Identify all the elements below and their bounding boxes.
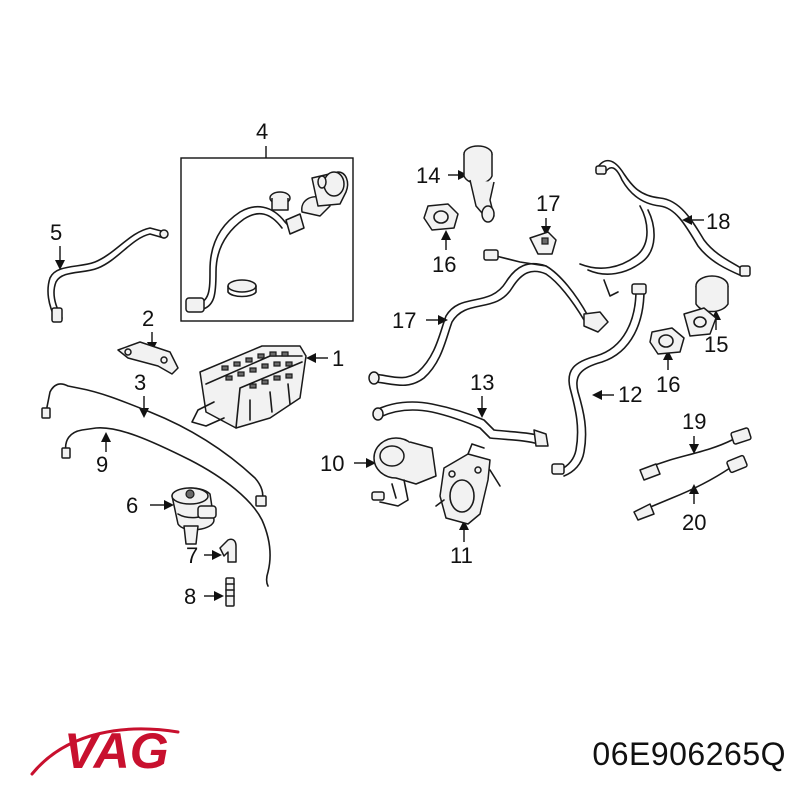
logo-text: VAG [64,723,169,779]
part-8-stud [225,577,235,607]
callout-21: 20 [682,510,706,535]
callout-14: 14 [416,163,440,188]
callout-9: 9 [96,452,108,477]
callout-10: 10 [320,451,344,476]
logo-swoosh [30,727,180,776]
part-16-gasket-upper [423,203,459,231]
part-4-frame [180,157,354,322]
part-5-hose [47,227,169,323]
part-6-valve [171,487,217,545]
part-11-bracket [435,443,501,525]
part-10-air-pump [371,437,437,507]
part-2-bracket [117,341,179,375]
callout-12: 12 [618,382,642,407]
callout-20: 19 [682,409,706,434]
part-17-vacuum-hose [368,249,609,387]
callout-18: 17 [536,191,560,216]
callout-16-lower: 16 [656,372,680,397]
callout-2: 2 [142,306,154,331]
part-12-hose [551,283,647,477]
part-16-gasket-lower [649,327,685,355]
callout-5: 5 [50,220,62,245]
callout-4: 4 [256,119,268,144]
part-1-carbon-canister [191,345,307,429]
callout-6: 6 [126,493,138,518]
part-14-secondary-air-valve [463,145,495,223]
part-21-oxygen-sensor [633,454,748,521]
part-number: 06E906265Q [592,736,786,772]
callout-16-upper: 16 [432,252,456,277]
callout-1: 1 [332,346,344,371]
callout-7: 7 [186,543,198,568]
callout-15: 15 [704,332,728,357]
part-15-combination-valve [683,275,729,337]
callout-19: 18 [706,209,730,234]
callout-8: 8 [184,584,196,609]
callout-17: 17 [392,308,416,333]
part-4-hose-assembly [185,171,349,313]
vag-logo: VAG [30,723,180,779]
part-20-oxygen-sensor [639,427,752,481]
part-13-pipe [372,401,549,447]
callout-13: 13 [470,370,494,395]
callout-3: 3 [134,370,146,395]
part-9-vacuum-pipe [61,427,271,587]
part-3-vacuum-pipe [41,383,267,507]
part-19-hose-harness [579,159,751,297]
callout-11: 11 [450,543,473,568]
part-7-hose-piece [219,538,237,563]
part-18-sensor [529,231,557,255]
